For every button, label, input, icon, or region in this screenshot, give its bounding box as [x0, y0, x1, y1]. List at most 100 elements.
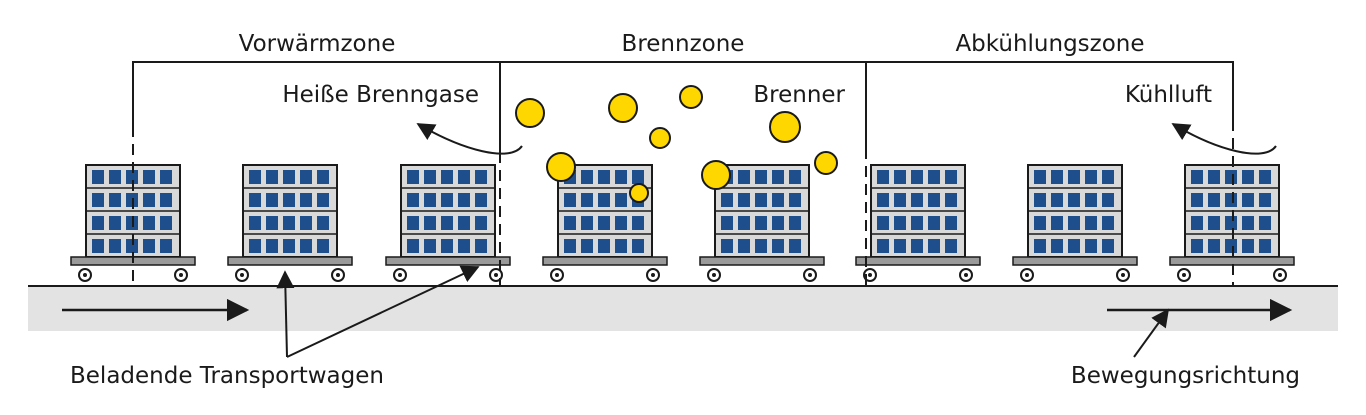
brick: [1208, 193, 1220, 207]
brick: [1034, 216, 1046, 230]
brick: [109, 193, 121, 207]
carts-pointer-1: [276, 270, 295, 358]
brick: [945, 170, 957, 184]
burner-flame: [769, 111, 801, 143]
brick: [283, 239, 295, 253]
cooling-air-arrow: [1171, 123, 1277, 155]
cooling-air-label: Kühlluft: [1125, 82, 1212, 108]
brick: [564, 239, 576, 253]
brick: [632, 170, 644, 184]
brick: [1208, 170, 1220, 184]
brick: [160, 170, 172, 184]
brick: [772, 216, 784, 230]
brick: [1102, 216, 1114, 230]
brick: [266, 170, 278, 184]
brick: [300, 170, 312, 184]
brick: [755, 193, 767, 207]
brick: [581, 216, 593, 230]
wheel-hub: [240, 273, 244, 277]
brick: [1051, 193, 1063, 207]
burner-flames: [515, 85, 838, 203]
wheel-hub: [712, 273, 716, 277]
brick: [475, 239, 487, 253]
brick: [92, 239, 104, 253]
brick: [911, 239, 923, 253]
brick: [92, 170, 104, 184]
brick: [789, 170, 801, 184]
brick: [249, 193, 261, 207]
brick: [441, 193, 453, 207]
brick: [721, 193, 733, 207]
brick: [1051, 239, 1063, 253]
transport-cart: [385, 164, 511, 282]
brick: [721, 216, 733, 230]
hot-gases-label: Heiße Brenngase: [282, 82, 479, 108]
transport-cart: [542, 164, 668, 282]
brick: [160, 193, 172, 207]
brick: [894, 239, 906, 253]
brick: [789, 216, 801, 230]
brick: [1225, 216, 1237, 230]
brick: [424, 193, 436, 207]
brick: [1208, 216, 1220, 230]
zone-label-cooling: Abkühlungszone: [955, 31, 1144, 57]
direction-pointer: [1133, 308, 1170, 358]
brick: [1225, 193, 1237, 207]
brick: [632, 239, 644, 253]
brick: [407, 170, 419, 184]
brick: [283, 216, 295, 230]
brick: [928, 216, 940, 230]
brick: [789, 193, 801, 207]
wheel-hub: [808, 273, 812, 277]
brick: [1102, 193, 1114, 207]
brick: [755, 239, 767, 253]
carts-label: Beladende Transportwagen: [70, 363, 384, 389]
brick: [928, 239, 940, 253]
brick: [928, 193, 940, 207]
brick: [266, 193, 278, 207]
brick: [317, 216, 329, 230]
brick: [755, 216, 767, 230]
brick: [615, 193, 627, 207]
brick: [109, 216, 121, 230]
brick: [894, 170, 906, 184]
brick: [581, 193, 593, 207]
brick: [475, 193, 487, 207]
brick: [911, 170, 923, 184]
brick: [738, 193, 750, 207]
brick: [143, 239, 155, 253]
brick: [458, 239, 470, 253]
brick: [894, 216, 906, 230]
wheel-hub: [1182, 273, 1186, 277]
brick: [109, 170, 121, 184]
brick: [789, 239, 801, 253]
brick: [1259, 170, 1271, 184]
burner-flame: [814, 151, 838, 175]
cart-platform: [385, 256, 511, 266]
brick: [772, 193, 784, 207]
burner-flame: [679, 85, 703, 109]
brick: [581, 170, 593, 184]
zone-label-preheat: Vorwärmzone: [239, 31, 396, 57]
brick: [317, 170, 329, 184]
brick: [894, 193, 906, 207]
carts-pointer-2: [286, 265, 480, 358]
brick: [1085, 170, 1097, 184]
brick: [92, 193, 104, 207]
brick: [1085, 193, 1097, 207]
cart-platform: [699, 256, 825, 266]
brick: [475, 170, 487, 184]
brick: [249, 170, 261, 184]
hot-gases-arrow: [416, 123, 523, 155]
brick: [143, 216, 155, 230]
brick: [458, 216, 470, 230]
burner-flame: [515, 98, 545, 128]
brick: [1208, 239, 1220, 253]
brick: [877, 239, 889, 253]
brick: [755, 170, 767, 184]
wheel-hub: [555, 273, 559, 277]
brick: [945, 239, 957, 253]
brick: [772, 170, 784, 184]
